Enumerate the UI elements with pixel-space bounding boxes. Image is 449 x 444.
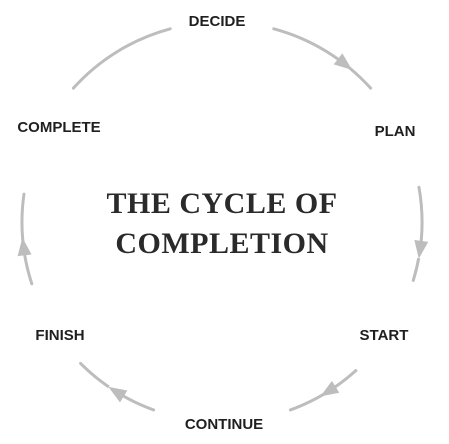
stage-label-complete: COMPLETE — [17, 119, 100, 136]
ring-segment-decide-plan — [272, 27, 373, 90]
arrow-finish-to-complete — [17, 237, 32, 257]
ring-segment-continue-finish — [79, 361, 156, 412]
ring-segment-finish-complete — [20, 192, 34, 286]
stage-label-plan: PLAN — [375, 123, 416, 140]
ring-segment-start-continue — [288, 369, 358, 412]
cycle-arrows — [17, 53, 429, 403]
ring-segment-complete-decide — [71, 27, 172, 90]
stage-label-finish: FINISH — [35, 327, 84, 344]
stage-label-continue: CONTINUE — [185, 416, 263, 433]
arrow-decide-to-plan — [333, 53, 353, 70]
ring-segment-plan-start — [411, 185, 424, 282]
arrow-start-to-continue — [320, 380, 340, 397]
stage-label-start: START — [360, 327, 409, 344]
arrow-continue-to-finish — [108, 386, 128, 403]
ring-break-3 — [52, 332, 64, 342]
stage-label-decide: DECIDE — [189, 13, 246, 30]
diagram-title-line-2: COMPLETION — [115, 227, 328, 260]
diagram-title-line-1: THE CYCLE OF — [106, 187, 337, 220]
arrow-plan-to-start — [414, 239, 429, 259]
